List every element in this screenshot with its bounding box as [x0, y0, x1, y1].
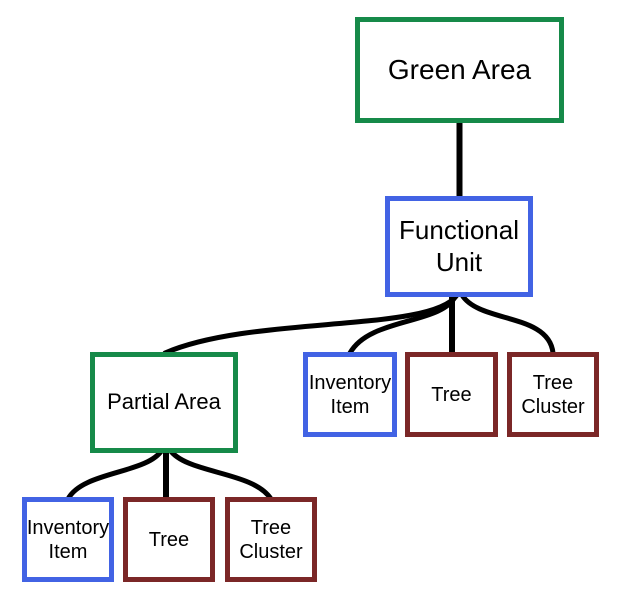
edge-partial-area-to-tree-cluster-2 — [167, 447, 274, 502]
edge-functional-unit-to-tree-cluster-1 — [459, 292, 556, 356]
node-inventory-item-1-label: Inventory Item — [308, 371, 392, 418]
node-tree-cluster-1[interactable]: Tree Cluster — [507, 352, 599, 437]
node-green-area[interactable]: Green Area — [355, 17, 564, 123]
node-inventory-item-2[interactable]: Inventory Item — [22, 497, 114, 582]
node-green-area-label: Green Area — [387, 54, 532, 86]
node-tree-2[interactable]: Tree — [123, 497, 215, 582]
node-partial-area-label: Partial Area — [107, 389, 221, 415]
node-inventory-item-1[interactable]: Inventory Item — [303, 352, 397, 437]
node-functional-unit[interactable]: Functional Unit — [385, 196, 533, 297]
node-tree-cluster-2[interactable]: Tree Cluster — [225, 497, 317, 582]
node-functional-unit-label: Functional Unit — [399, 215, 519, 277]
node-tree-2-label: Tree — [148, 528, 190, 551]
edge-partial-area-to-inventory-item-2 — [65, 447, 165, 502]
edge-functional-unit-to-partial-area — [162, 292, 460, 356]
node-tree-1[interactable]: Tree — [405, 352, 498, 437]
node-inventory-item-2-label: Inventory Item — [26, 516, 110, 563]
node-tree-cluster-2-label: Tree Cluster — [239, 516, 303, 563]
node-tree-1-label: Tree — [431, 383, 472, 406]
edge-functional-unit-to-inventory-item-1 — [347, 292, 459, 356]
node-tree-cluster-1-label: Tree Cluster — [521, 371, 585, 418]
node-partial-area[interactable]: Partial Area — [90, 352, 238, 453]
